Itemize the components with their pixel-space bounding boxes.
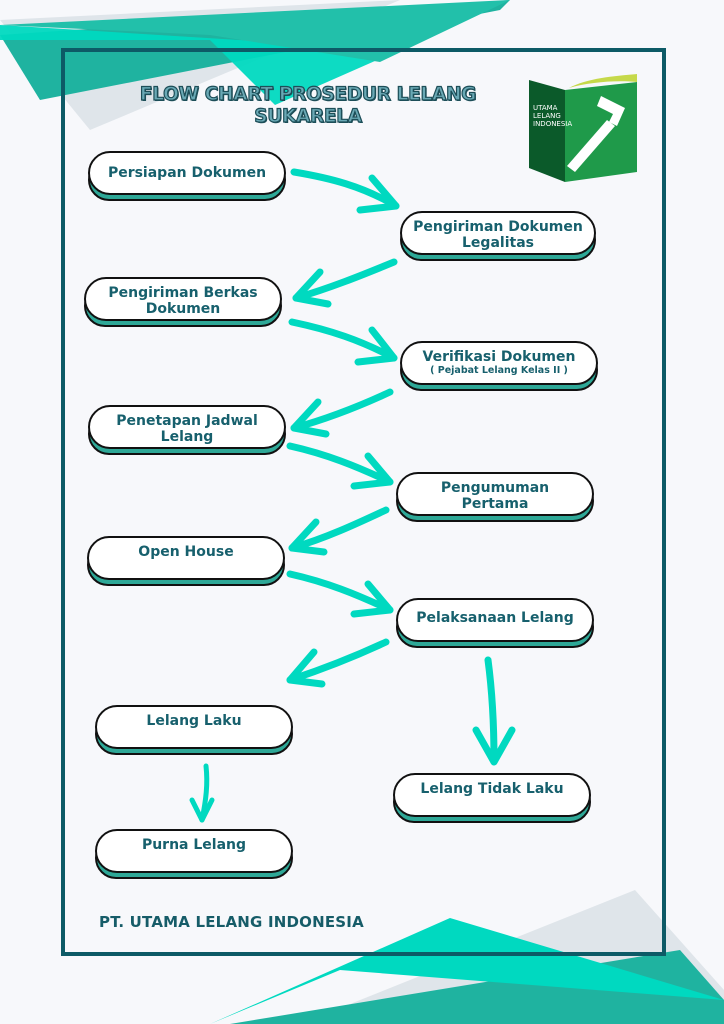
step-label: Purna Lelang <box>141 837 247 853</box>
step-label-2: Dokumen <box>145 301 221 317</box>
step-label: Verifikasi Dokumen <box>422 349 576 365</box>
step-pengiriman-dokumen-legalitas[interactable]: Pengiriman Dokumen Legalitas <box>400 211 596 261</box>
logo-leaf <box>569 74 637 88</box>
step-label: Pengiriman Dokumen <box>413 219 583 235</box>
step-label: Lelang Laku <box>146 713 242 729</box>
step-lelang-laku[interactable]: Lelang Laku <box>95 705 293 755</box>
step-label: Pengumuman <box>440 480 550 496</box>
step-pelaksanaan-lelang[interactable]: Pelaksanaan Lelang <box>396 598 594 648</box>
page-title: FLOW CHART PROSEDUR LELANG SUKARELA <box>100 83 516 128</box>
step-purna-lelang[interactable]: Purna Lelang <box>95 829 293 879</box>
content-frame <box>61 48 666 956</box>
step-label: Lelang Tidak Laku <box>420 781 564 797</box>
company-logo: UTAMA LELANG INDONESIA <box>529 74 637 182</box>
step-lelang-tidak-laku[interactable]: Lelang Tidak Laku <box>393 773 591 823</box>
logo-text-3: INDONESIA <box>533 120 572 128</box>
gavel-icon <box>567 96 625 172</box>
title-line-2: SUKARELA <box>254 105 363 127</box>
step-persiapan-dokumen[interactable]: Persiapan Dokumen <box>88 151 286 201</box>
step-penetapan-jadwal-lelang[interactable]: Penetapan Jadwal Lelang <box>88 405 286 455</box>
logo-text-1: UTAMA <box>533 104 558 112</box>
step-label: Pengiriman Berkas <box>108 285 258 301</box>
step-label-2: Legalitas <box>462 235 534 251</box>
title-line-1: FLOW CHART PROSEDUR LELANG <box>139 83 477 105</box>
step-label: Open House <box>138 544 234 560</box>
logo-text-2: LELANG <box>533 112 561 120</box>
step-label: Pelaksanaan Lelang <box>416 610 574 626</box>
step-pengiriman-berkas-dokumen[interactable]: Pengiriman Berkas Dokumen <box>84 277 282 327</box>
step-pengumuman-pertama[interactable]: Pengumuman Pertama <box>396 472 594 522</box>
step-verifikasi-dokumen[interactable]: Verifikasi Dokumen ( Pejabat Lelang Kela… <box>400 341 598 391</box>
step-label: Penetapan Jadwal <box>116 413 258 429</box>
bottom-triangle-teal <box>210 918 724 1024</box>
top-triangle-teal-2 <box>0 0 510 62</box>
step-label-2: Pertama <box>461 496 529 512</box>
logo-book-left <box>529 80 565 182</box>
step-sublabel: ( Pejabat Lelang Kelas II ) <box>430 365 568 376</box>
company-name-footer: PT. UTAMA LELANG INDONESIA <box>99 913 364 931</box>
step-open-house[interactable]: Open House <box>87 536 285 586</box>
step-label: Persiapan Dokumen <box>107 165 267 181</box>
step-label-2: Lelang <box>160 429 214 445</box>
